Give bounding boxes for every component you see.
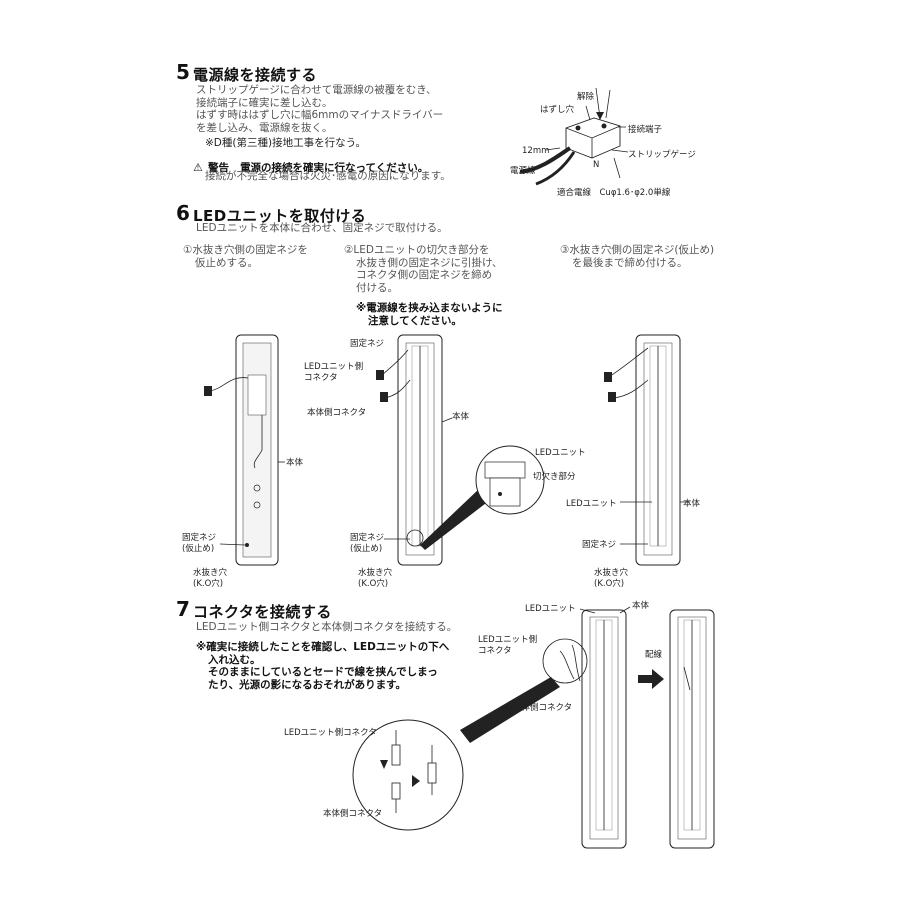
step6-number: 6 — [176, 201, 190, 225]
arrow-down-icon — [380, 760, 388, 769]
s7-body-conn-label: 本体側コネクタ — [513, 703, 573, 713]
detail-body-conn-label: 本体側コネクタ — [323, 809, 383, 819]
s7-wiring-label: 配線 — [645, 650, 663, 660]
d2-notch-label: 切欠き部分 — [533, 472, 576, 482]
fixture-diagram-2 — [376, 334, 545, 566]
d2-led-conn-line: LEDユニット側 — [304, 362, 364, 372]
step5-instructions: ストリップゲージに合わせて電源線の被覆をむき、 接続端子に確実に差し込む。 はず… — [196, 84, 443, 134]
d2-hole-line: 水抜き穴 — [358, 568, 393, 578]
fixture-diagram-3 — [604, 334, 690, 566]
d2-hole-line: (K.O穴) — [358, 579, 389, 589]
label-n: N — [593, 160, 600, 170]
label-strip-gauge: ストリップゲージ — [628, 150, 696, 160]
warning-subtext: 接続が不完全な場合は火災･感電の原因になります。 — [205, 170, 451, 182]
step7-diagrams — [352, 606, 715, 849]
step6-col3: ③水抜き穴側の固定ネジ(仮止め) を最後まで締め付ける。 — [560, 244, 714, 269]
step6-col1: ①水抜き穴側の固定ネジを 仮止めする。 — [183, 244, 308, 269]
d1-screw-label: 固定ネジ (仮止め) — [182, 533, 216, 555]
col2-line: コネクタ側の固定ネジを締め — [356, 269, 493, 281]
d2-screw-line: 固定ネジ — [350, 533, 385, 543]
step6-col2-note: ※電源線を挟み込まないように 注意してください。 — [356, 302, 503, 327]
step7-title: コネクタを接続する — [193, 603, 332, 621]
step5-section: 5 電源線を接続する ストリップゲージに合わせて電源線の被覆をむき、 接続端子に… — [0, 0, 900, 200]
d2-body-conn-label: 本体側コネクタ — [307, 408, 367, 418]
d1-hole-line: 水抜き穴 — [193, 568, 228, 578]
s7-led-unit-label: LEDユニット — [525, 604, 576, 614]
label-power-wire: 電源線 — [510, 166, 536, 176]
d3-led-unit-label: LEDユニット — [566, 499, 617, 509]
col3-line: を最後まで締め付ける。 — [572, 256, 688, 269]
step7-number: 7 — [176, 597, 190, 621]
step6-intro: LEDユニットを本体に合わせ、固定ネジで取付ける。 — [196, 222, 448, 234]
d1-hole-line: (K.O穴) — [193, 579, 224, 589]
label-hazushi: はずし穴 — [540, 105, 575, 115]
fixture-diagram-1 — [204, 334, 285, 566]
step5-line: を差し込み、電源線を抜く。 — [196, 121, 333, 134]
label-kaijo: 解除 — [577, 92, 595, 102]
warning-label: 警告 — [207, 162, 229, 174]
col2-line: 水抜き側の固定ネジに引掛け、 — [356, 256, 503, 269]
step7-notes: ※確実に接続したことを確認し、LEDユニットの下へ 入れ込む。 そのままにしてい… — [196, 641, 449, 691]
d2-led-unit-label: LEDユニット — [535, 448, 586, 458]
arrow-down-icon — [596, 112, 604, 120]
warning-triangle-icon: ⚠ — [193, 161, 203, 174]
fixture-before — [460, 606, 631, 849]
step7-intro: LEDユニット側コネクタと本体側コネクタを接続する。 — [196, 621, 458, 633]
col3-line: ③水抜き穴側の固定ネジ(仮止め) — [560, 244, 715, 256]
step5-line: はずす時ははずし穴に幅6mmのマイナスドライバー — [196, 109, 444, 121]
step5-note: ※D種(第三種)接地工事を行なう。 — [205, 137, 366, 149]
detail-led-conn-label: LEDユニット側コネクタ — [284, 728, 377, 738]
d2-led-conn-line: コネクタ — [304, 373, 338, 383]
step5-line: ストリップゲージに合わせて電源線の被覆をむき、 — [196, 84, 437, 96]
step6-col2: ②LEDユニットの切欠き部分を 水抜き側の固定ネジに引掛け、 コネクタ側の固定ネ… — [344, 244, 502, 294]
col1-line: 仮止めする。 — [195, 256, 258, 269]
s7-led-conn-line: コネクタ — [478, 646, 512, 656]
s7-body-label: 本体 — [632, 601, 650, 611]
d3-body-label: 本体 — [683, 499, 701, 509]
step5-line: 接続端子に確実に差し込む。 — [196, 96, 333, 109]
step7-section: 7 コネクタを接続する LEDユニット側コネクタと本体側コネクタを接続する。 ※… — [0, 595, 900, 900]
arrow-right-icon — [638, 669, 664, 689]
d1-hole-label: 水抜き穴 (K.O穴) — [193, 568, 227, 590]
d3-hole-label: 水抜き穴 (K.O穴) — [594, 568, 628, 590]
step5-number: 5 — [176, 60, 190, 84]
step5-warning: ⚠ 警告 電源の接続を確実に行なってください。 — [193, 156, 428, 175]
d2-led-conn-label: LEDユニット側 コネクタ — [304, 362, 363, 384]
arrow-right-icon — [412, 775, 420, 787]
step7-note-line: 入れ込む。 — [208, 653, 261, 666]
col2-note-line: 注意してください。 — [368, 314, 462, 327]
d2-screw-line: (仮止め) — [350, 544, 383, 554]
s7-led-conn-label: LEDユニット側 コネクタ — [478, 635, 537, 657]
d1-screw-line: (仮止め) — [182, 544, 215, 554]
d2-body-label: 本体 — [452, 412, 470, 422]
step6-section: 6 LEDユニットを取付ける LEDユニットを本体に合わせ、固定ネジで取付ける。… — [0, 200, 900, 595]
step6-diagrams — [204, 334, 690, 566]
fixture-after — [669, 609, 715, 849]
d2-screw-label: 固定ネジ (仮止め) — [350, 533, 384, 555]
col2-note-line: ※電源線を挟み込まないように — [356, 302, 503, 314]
warning-text: 電源の接続を確実に行なってください。 — [240, 162, 429, 174]
step5-title: 電源線を接続する — [193, 66, 318, 84]
col2-line: 付ける。 — [356, 281, 398, 294]
step7-note-line: たり、光源の影になるおそれがあります。 — [208, 678, 407, 691]
label-wire-spec: 適合電線 Cuφ1.6･φ2.0単線 — [557, 188, 671, 198]
connector-detail — [352, 719, 464, 831]
d3-hole-line: 水抜き穴 — [594, 568, 629, 578]
d3-hole-line: (K.O穴) — [594, 579, 625, 589]
d2-hole-label: 水抜き穴 (K.O穴) — [358, 568, 392, 590]
col2-line: ②LEDユニットの切欠き部分を — [344, 244, 490, 256]
col1-line: ①水抜き穴側の固定ネジを — [183, 244, 308, 256]
d1-screw-line: 固定ネジ — [182, 533, 217, 543]
d3-screw-label: 固定ネジ — [582, 540, 617, 550]
step6-title: LEDユニットを取付ける — [193, 207, 367, 225]
label-terminal: 接続端子 — [628, 125, 663, 135]
step7-note-line: そのままにしているとセードで線を挟んでしまっ — [208, 666, 438, 678]
d2-screw-top-label: 固定ネジ — [350, 339, 385, 349]
power-wire — [519, 146, 572, 174]
s7-led-conn-line: LEDユニット側 — [478, 635, 538, 645]
label-12mm: 12mm — [522, 146, 550, 156]
step7-note-line: ※確実に接続したことを確認し、LEDユニットの下へ — [196, 641, 450, 653]
d1-body-label: 本体 — [286, 458, 304, 468]
